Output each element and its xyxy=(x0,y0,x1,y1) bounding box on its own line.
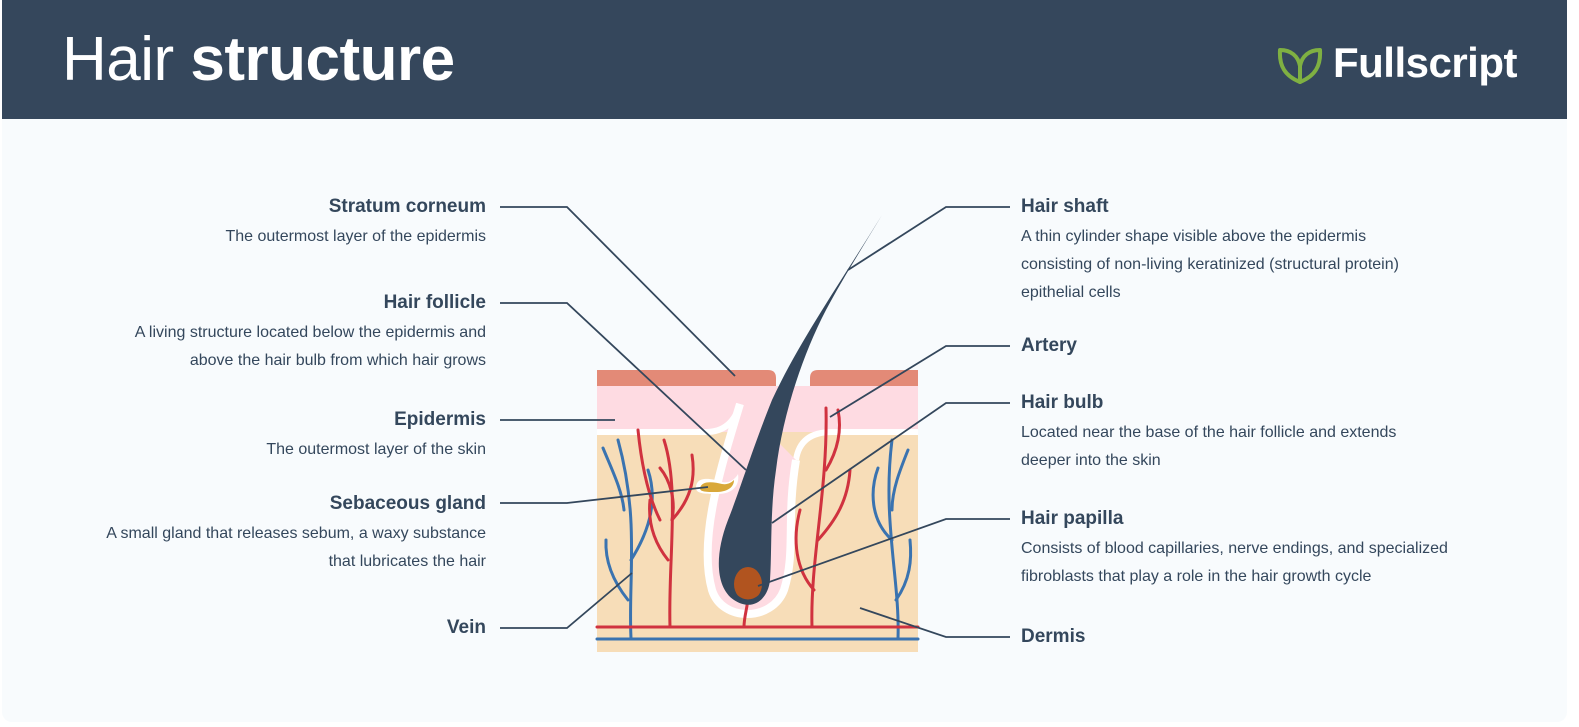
label-title: Hair shaft xyxy=(1021,196,1109,217)
page-title: Hair structure xyxy=(62,22,455,98)
label-desc-line-1: A thin cylinder shape visible above the … xyxy=(1021,228,1367,245)
label-desc-line-3: epithelial cells xyxy=(1021,284,1121,301)
label-hair-shaft: Hair shaft A thin cylinder shape visible… xyxy=(1021,195,1399,307)
label-title: Stratum corneum xyxy=(328,196,486,217)
title-bold: structure xyxy=(190,25,455,94)
label-title: Dermis xyxy=(1021,626,1086,647)
leader-vein xyxy=(500,572,633,629)
artery-vessels xyxy=(595,406,920,629)
leader-sebaceous-gland xyxy=(500,486,709,504)
label-hair-bulb: Hair bulb Located near the base of the h… xyxy=(1021,391,1396,475)
label-title: Vein xyxy=(446,617,486,638)
label-hair-follicle: Hair follicle A living structure located… xyxy=(135,291,486,375)
label-title: Artery xyxy=(1021,335,1077,356)
leader-hair-bulb xyxy=(771,402,1010,524)
label-dermis: Dermis xyxy=(1021,625,1085,649)
label-desc-line-1: A small gland that releases sebum, a wax… xyxy=(106,525,486,542)
leader-stratum-corneum xyxy=(500,206,736,377)
label-sebaceous-gland: Sebaceous gland A small gland that relea… xyxy=(106,492,486,576)
label-title: Hair bulb xyxy=(1021,392,1104,413)
label-desc-line-1: Consists of blood capillaries, nerve end… xyxy=(1021,540,1448,557)
leader-dermis xyxy=(859,607,1010,638)
brand-logo: Fullscript xyxy=(1277,38,1518,88)
label-stratum-corneum: Stratum corneum The outermost layer of t… xyxy=(225,195,486,251)
label-desc-line-2: fibroblasts that play a role in the hair… xyxy=(1021,568,1372,585)
brand-name: Fullscript xyxy=(1332,39,1518,86)
label-epidermis: Epidermis The outermost layer of the ski… xyxy=(266,408,486,464)
header-bar xyxy=(2,0,1567,119)
leader-artery xyxy=(829,345,1010,418)
sebaceous-gland xyxy=(700,480,734,492)
label-title: Epidermis xyxy=(394,409,486,430)
label-desc-line-2: above the hair bulb from which hair grow… xyxy=(189,352,486,369)
stratum-corneum-right xyxy=(810,370,918,386)
leader-hair-shaft xyxy=(847,206,1010,271)
bulb-base xyxy=(735,594,761,603)
label-desc-line-1: A living structure located below the epi… xyxy=(134,324,486,341)
label-desc-line-2: consisting of non-living keratinized (st… xyxy=(1021,256,1399,273)
stratum-corneum-left xyxy=(597,370,776,386)
hair-shaft xyxy=(718,215,882,605)
label-desc-line-2: deeper into the skin xyxy=(1021,452,1161,469)
basement-membrane-right xyxy=(793,429,918,461)
label-desc: The outermost layer of the epidermis xyxy=(225,228,486,245)
label-desc: The outermost layer of the skin xyxy=(266,441,486,458)
label-title: Hair papilla xyxy=(1021,508,1124,529)
leader-lines xyxy=(500,206,1010,638)
title-light: Hair xyxy=(62,25,174,94)
hair-papilla xyxy=(734,567,762,601)
leaf-icon xyxy=(1277,48,1323,84)
label-desc-line-1: Located near the base of the hair follic… xyxy=(1021,424,1397,441)
label-hair-papilla: Hair papilla Consists of blood capillari… xyxy=(1021,507,1448,591)
label-title: Sebaceous gland xyxy=(329,493,486,514)
leader-hair-papilla xyxy=(757,518,1010,587)
label-vein: Vein xyxy=(447,616,486,640)
label-title: Hair follicle xyxy=(383,292,486,313)
leader-hair-follicle xyxy=(500,302,747,471)
label-artery: Artery xyxy=(1021,334,1077,358)
label-desc-line-2: that lubricates the hair xyxy=(328,553,486,570)
